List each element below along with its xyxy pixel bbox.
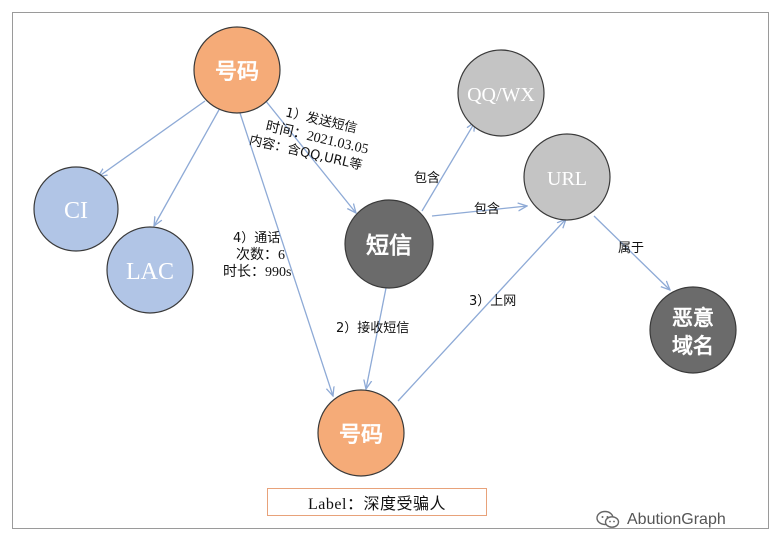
edge-call-label-1: 4）通话 bbox=[233, 231, 280, 246]
node-qq-wx-label: QQ/WX bbox=[467, 84, 535, 106]
edge-belongs-to-label: 属于 bbox=[618, 241, 644, 256]
node-qq-wx bbox=[457, 49, 545, 137]
edge-sms-url bbox=[431, 206, 527, 217]
node-phone-bottom-label: 号码 bbox=[339, 423, 383, 448]
edge-receive-sms-label: 2）接收短信 bbox=[336, 320, 409, 336]
node-sms-label: 短信 bbox=[366, 232, 412, 259]
node-malicious-domain bbox=[649, 286, 737, 374]
node-url bbox=[523, 133, 611, 221]
node-sms bbox=[344, 199, 434, 289]
node-phone-bottom bbox=[317, 389, 405, 477]
edge-call-label-3: 时长：990s bbox=[223, 264, 291, 280]
node-malicious-domain-label-1: 恶意 bbox=[672, 306, 714, 330]
edge-contains-qq-label: 包含 bbox=[414, 170, 440, 186]
edge-sms-phone-bottom bbox=[366, 287, 387, 389]
edge-sms-qqwx bbox=[421, 122, 475, 212]
node-phone-top bbox=[193, 26, 281, 114]
node-phone-top-label: 号码 bbox=[215, 60, 259, 85]
edge-contains-url-label: 包含 bbox=[474, 201, 500, 217]
node-ci bbox=[33, 166, 119, 252]
label-box: Label：深度受骗人 bbox=[267, 488, 487, 516]
watermark-text: AbutionGraph bbox=[627, 511, 726, 528]
node-lac-label: LAC bbox=[126, 259, 174, 285]
edge-phone-bottom-url bbox=[397, 219, 566, 402]
wechat-icon bbox=[596, 510, 620, 530]
node-lac bbox=[106, 226, 194, 314]
edge-phone-sms bbox=[264, 99, 356, 213]
edge-phone-lac bbox=[154, 107, 221, 226]
node-url-label: URL bbox=[547, 168, 587, 190]
edge-call-label-2: 次数：6 bbox=[236, 247, 285, 263]
edge-phone-ci bbox=[98, 100, 206, 177]
diagram-frame bbox=[12, 12, 769, 529]
edge-url-domain bbox=[593, 215, 670, 290]
node-malicious-domain-label-2: 域名 bbox=[672, 334, 714, 358]
node-ci-label: CI bbox=[64, 198, 88, 224]
label-box-text: Label：深度受骗人 bbox=[308, 496, 446, 513]
edge-phone-call bbox=[239, 112, 333, 396]
watermark: AbutionGraph bbox=[596, 506, 726, 534]
edge-browse-label: 3）上网 bbox=[469, 294, 516, 309]
